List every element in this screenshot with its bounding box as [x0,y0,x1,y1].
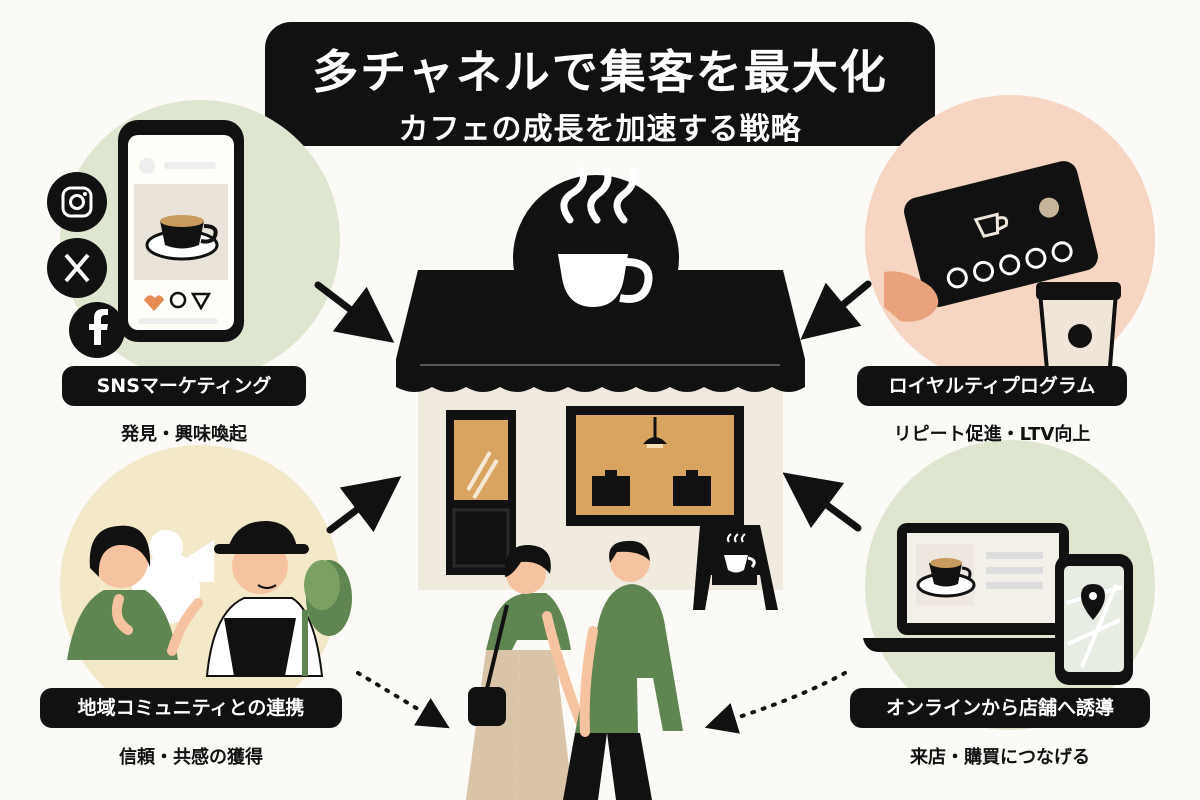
arrow-loyalty-to-cafe [800,280,872,340]
loyalty-program-caption: リピート促進・LTV向上 [893,424,1091,445]
a-frame-sign [693,525,778,610]
online-to-store-label: オンラインから店舗へ誘導 [850,688,1150,728]
sns-marketing-label: SNSマーケティング [62,366,306,406]
dotted-arrow-online-to-customers [704,671,847,734]
arrow-community-to-cafe [326,476,402,534]
smartphone-post [118,120,244,342]
community-people [67,520,352,677]
facebook-icon [69,302,125,358]
community-bg-circle [60,445,340,725]
title-banner: 多チャネルで集客を最大化 カフェの成長を加速する戦略 [265,22,935,147]
dotted-arrow-community-to-customers [356,671,450,729]
cafe-logo [513,166,679,341]
loyalty-program-label: ロイヤルティプログラム [857,366,1127,406]
arrow-sns-to-cafe [314,281,395,343]
online-to-store-caption: 来店・購買につなげる [910,747,1090,768]
sns-marketing-caption: 発見・興味喚起 [121,424,247,445]
community-caption: 信頼・共感の獲得 [119,747,263,768]
online-devices [863,523,1133,685]
page-title: 多チャネルで集客を最大化 [312,45,888,99]
x-icon [47,238,107,298]
page-subtitle: カフェの成長を加速する戦略 [398,112,802,147]
instagram-icon [47,172,107,232]
arrow-online-to-cafe [782,472,862,532]
customers-couple [466,540,683,800]
community-label: 地域コミュニティとの連携 [40,688,342,728]
